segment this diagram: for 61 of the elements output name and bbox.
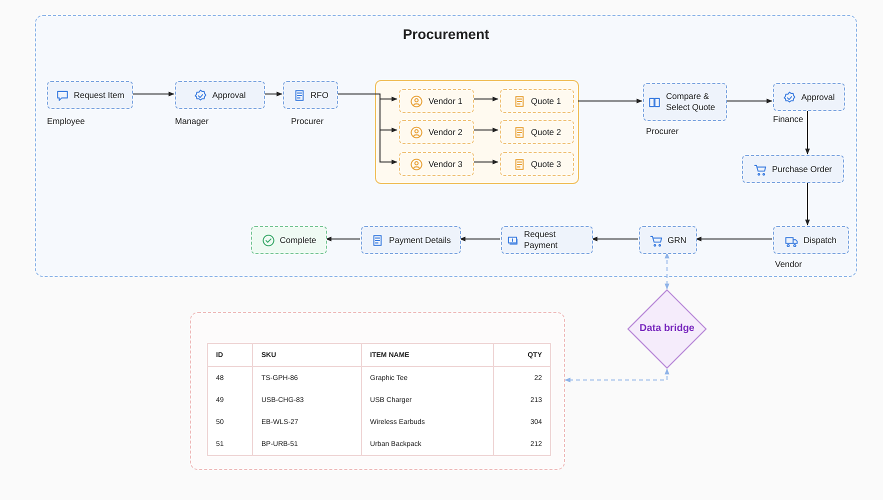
node-text: Dispatch — [803, 234, 837, 246]
process-box — [773, 83, 845, 111]
arrow — [325, 236, 360, 242]
role-caption: Finance — [773, 114, 804, 124]
node-text: Payment Details — [389, 234, 451, 246]
arrow — [132, 92, 175, 96]
process-box — [501, 226, 593, 254]
node-text: Quote 1 — [530, 96, 562, 106]
process-box — [742, 155, 844, 183]
node-text: Data bridge — [638, 323, 696, 334]
process-box — [47, 81, 133, 109]
process-box — [399, 89, 474, 113]
process-box — [251, 226, 327, 254]
process-box — [500, 89, 574, 113]
role-caption: Vendor — [775, 259, 802, 269]
node-text: GRN — [668, 234, 686, 246]
diagram-heading: Procurement — [402, 26, 490, 42]
process-box — [283, 81, 338, 109]
node-text: Vendor 2 — [428, 126, 463, 138]
role-caption: Employee — [47, 116, 85, 126]
decision-diamond — [627, 289, 707, 369]
node-text: Purchase Order — [772, 164, 832, 174]
arrow — [578, 98, 643, 104]
arrow — [459, 236, 500, 242]
database-panel — [190, 312, 565, 470]
group-container — [375, 80, 579, 184]
process-box — [500, 120, 574, 144]
group-container — [35, 15, 857, 277]
arrow — [591, 236, 638, 242]
arrow — [805, 182, 810, 226]
process-box — [399, 152, 474, 176]
process-box — [361, 226, 461, 254]
arrow — [726, 98, 773, 104]
arrow — [805, 110, 810, 155]
process-box — [175, 81, 265, 109]
arrow — [472, 96, 499, 102]
node-text: Quote 3 — [530, 158, 562, 170]
role-caption: Procurer — [291, 116, 324, 126]
node-text: Request Payment — [524, 229, 559, 251]
node-text: Request Item — [74, 90, 124, 100]
node-text: Compare & Select Quote — [666, 91, 716, 113]
node-text: Complete — [280, 234, 316, 246]
arrow — [472, 160, 499, 164]
arrow — [264, 92, 283, 96]
process-box — [399, 120, 474, 144]
process-box — [639, 226, 697, 254]
arrow — [472, 128, 499, 132]
node-text: Vendor 1 — [428, 96, 463, 106]
arrow — [664, 252, 670, 290]
arrow — [564, 368, 670, 382]
process-box — [643, 83, 727, 121]
node-text: Approval — [801, 92, 835, 102]
node-text: Quote 2 — [530, 126, 562, 138]
node-text: RFO — [310, 90, 328, 100]
process-box — [773, 226, 849, 254]
arrow — [695, 236, 772, 242]
role-caption: Manager — [175, 116, 209, 126]
node-text: Approval — [212, 90, 246, 100]
node-text: Vendor 3 — [428, 158, 463, 170]
role-caption: Procurer — [646, 126, 679, 136]
process-box — [500, 152, 574, 176]
